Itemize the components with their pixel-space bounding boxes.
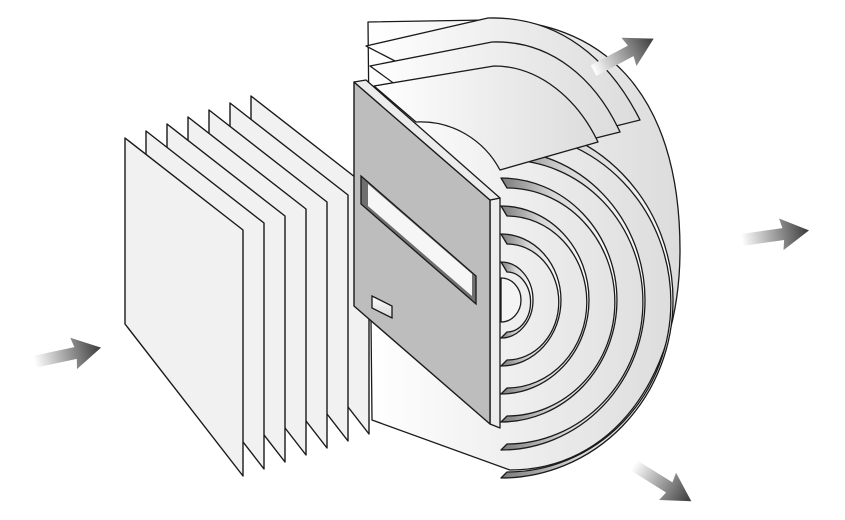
arrow-outflow-upper <box>590 37 654 76</box>
ring-layer-3 <box>500 177 618 423</box>
ring-layer-6 <box>500 261 534 339</box>
ring-core <box>500 277 522 323</box>
ring-layer-5 <box>500 233 562 367</box>
arrow-outflow-lower <box>630 460 692 502</box>
flat-plate-stack <box>124 95 370 477</box>
frame-bottom-tab <box>371 294 393 320</box>
frame-slot-inner <box>368 184 472 296</box>
arrow-outflow-right <box>740 218 810 251</box>
concentric-sheet-rings <box>500 121 674 479</box>
flow-arrows <box>33 37 810 502</box>
arrow-inflow <box>33 337 102 370</box>
frame-top-edge <box>353 79 501 201</box>
ring-layer-1 <box>500 121 674 479</box>
ring-layer-4 <box>500 205 590 395</box>
top-sheet-3 <box>373 65 599 171</box>
slotted-yoke-plate <box>353 79 501 429</box>
flat-plate-1 <box>124 137 244 477</box>
frame-right-edge <box>489 197 501 429</box>
ring-layer-2 <box>500 149 646 451</box>
